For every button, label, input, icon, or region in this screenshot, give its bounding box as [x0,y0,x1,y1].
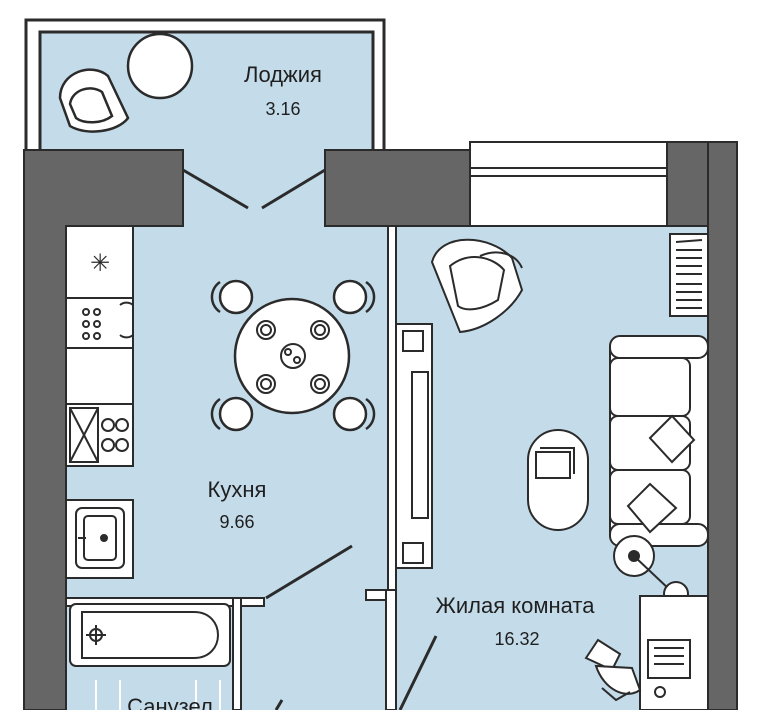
kitchen-door [265,544,353,600]
chair-icon [332,396,368,432]
dining-table-icon [233,297,351,415]
chair-icon [218,279,254,315]
bathroom-fixtures [69,603,231,710]
bathtub-icon [69,603,231,667]
bath-door [274,699,284,710]
kitchen-name: Кухня [208,477,267,502]
loggia-area: 3.16 [265,99,300,119]
loggia-furniture [58,32,194,133]
partitions [65,225,397,710]
loggia-frame [24,18,386,150]
counter-sink [65,499,134,579]
round-table-icon [126,32,194,100]
laptop-icon [647,639,691,679]
coffee-table-icon [527,429,589,531]
chair-icon [332,279,368,315]
hall-floor [241,598,396,710]
bookshelf-icon [669,233,709,317]
sofa-icon [609,335,709,547]
dining-set [210,279,376,432]
outer-wall-right [707,141,738,710]
living-door [398,635,438,710]
desk-icon [639,595,709,710]
kitchen-area: 9.66 [219,512,254,532]
lounge-chair-icon [430,238,524,334]
living-furniture [395,233,709,710]
plates-icon [256,320,330,394]
sink-icon [75,507,125,569]
living-room-area: 16.32 [494,629,539,649]
counter-hob [65,403,134,467]
window [469,141,668,227]
armchair-icon [58,68,130,133]
tv-icon [411,371,429,519]
outer-wall-right-top [324,149,471,227]
room-labels: Лоджия 3.16 Кухня 9.66 Жилая комната 16.… [127,62,595,710]
office-chair-icon [584,638,642,702]
loggia-name: Лоджия [244,62,322,87]
loggia-doors [182,168,326,210]
corridor-floor [183,150,325,226]
kitchen-counters: ✳ [65,225,134,579]
snowflake-icon: ✳ [90,250,110,277]
walls [23,141,738,710]
bathroom-name: Санузел [127,694,213,710]
counter-mid [65,347,134,405]
stove-knobs-icon [82,301,134,340]
living-room-name: Жилая комната [436,593,596,618]
chair-icon [218,396,254,432]
hob-icon [69,407,129,463]
